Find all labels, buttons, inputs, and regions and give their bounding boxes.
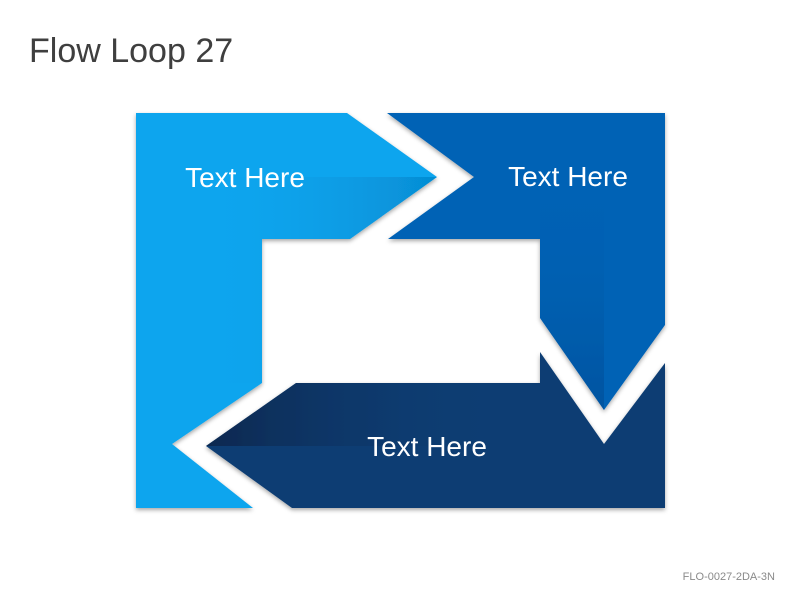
flow-segment-2 <box>387 113 665 410</box>
flow-segment-3 <box>206 352 665 508</box>
segment-2-shape <box>387 113 665 410</box>
segment-3-shade <box>206 383 505 446</box>
segment-1-shade <box>200 177 437 383</box>
slide-title: Flow Loop 27 <box>29 32 234 70</box>
segment-2-label: Text Here <box>508 161 628 192</box>
segment-2-shade <box>540 177 604 410</box>
flow-segment-1 <box>136 113 437 508</box>
slide-code: FLO-0027-2DA-3N <box>682 571 775 583</box>
segment-3-label: Text Here <box>367 431 487 462</box>
segment-1-label: Text Here <box>185 162 305 193</box>
